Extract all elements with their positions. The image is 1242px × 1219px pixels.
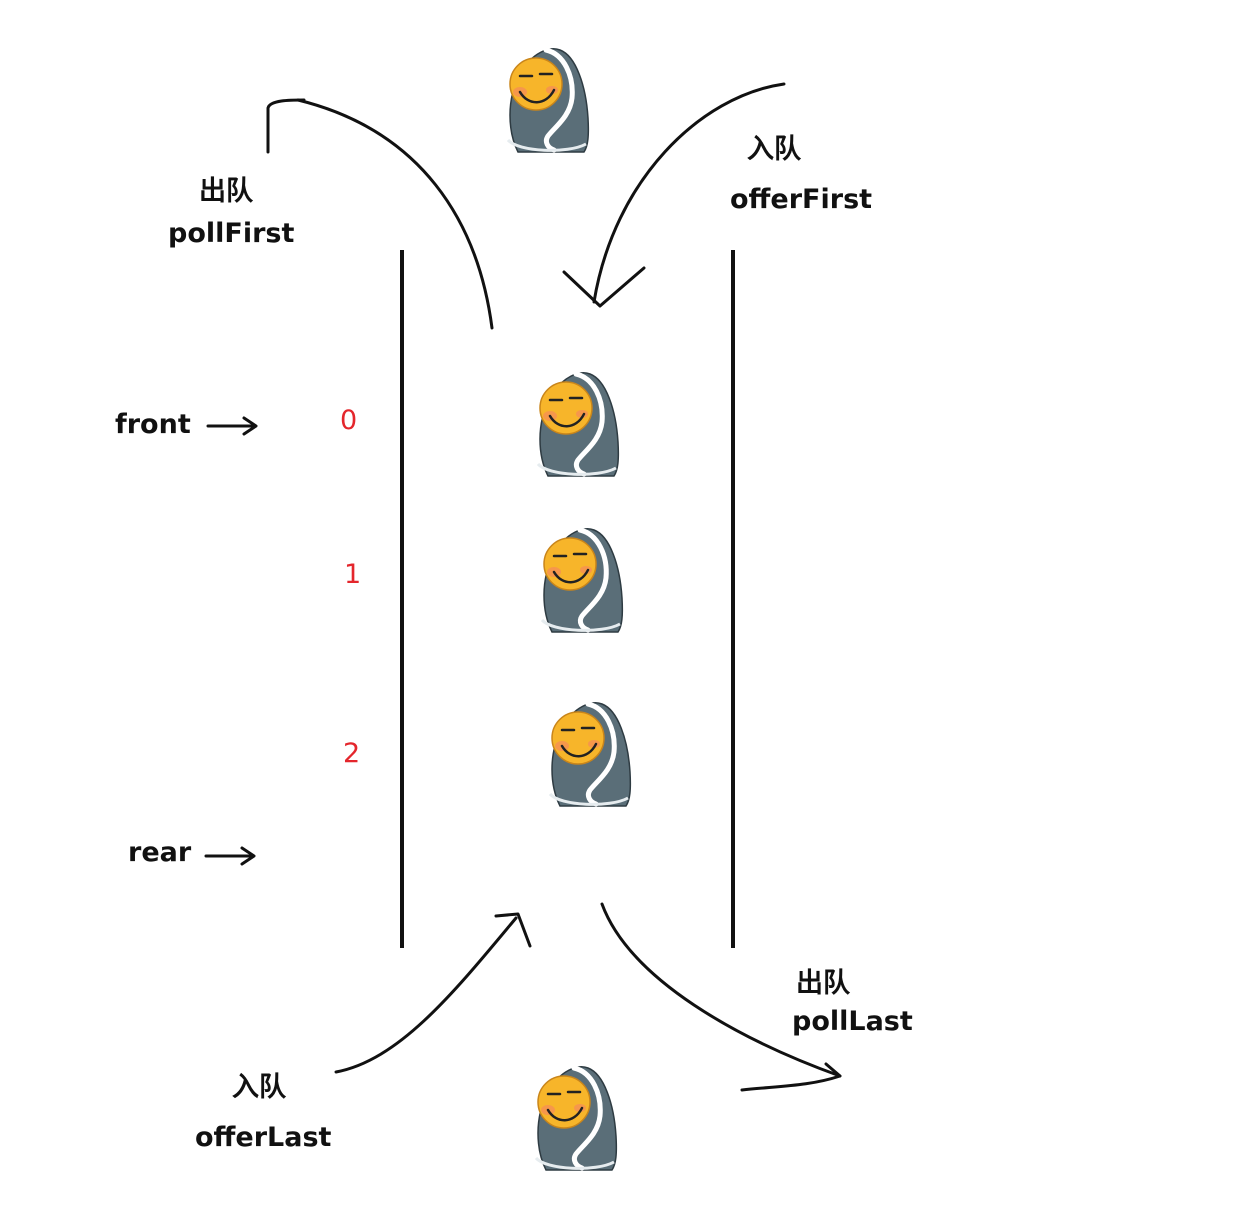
index-1: 1 <box>344 559 362 590</box>
element-avatar-0-icon <box>538 373 618 476</box>
poll-first-arrow <box>296 98 494 330</box>
offer-first-arrow <box>592 82 786 304</box>
poll-last-label: pollLast <box>792 1006 913 1037</box>
element-avatar-2-icon <box>550 703 630 806</box>
offer-last-arrow <box>334 916 518 1074</box>
rear-label: rear <box>128 837 192 868</box>
poll-first-label: pollFirst <box>168 218 295 249</box>
poll-first-arrowhead <box>266 98 306 154</box>
offer-last-arrowhead <box>494 912 532 948</box>
offer-first-label: offerFirst <box>730 184 873 215</box>
rear-arrowhead <box>240 846 256 866</box>
index-2: 2 <box>343 738 361 769</box>
offer-first-cn-label: 入队 <box>747 134 801 165</box>
front-label: front <box>115 409 191 440</box>
element-avatar-bottom-icon <box>536 1067 616 1170</box>
element-avatar-top-icon <box>508 49 588 152</box>
index-0: 0 <box>340 405 358 436</box>
poll-last-cn-label: 出队 <box>796 968 850 999</box>
front-arrowhead <box>242 416 258 436</box>
offer-first-arrowhead <box>562 266 646 308</box>
offer-last-cn-label: 入队 <box>232 1072 286 1103</box>
poll-last-arrowhead <box>740 1062 842 1092</box>
poll-last-arrow <box>600 902 842 1078</box>
poll-first-cn-label: 出队 <box>199 176 253 207</box>
offer-last-label: offerLast <box>195 1122 332 1153</box>
element-avatar-1-icon <box>542 529 622 632</box>
